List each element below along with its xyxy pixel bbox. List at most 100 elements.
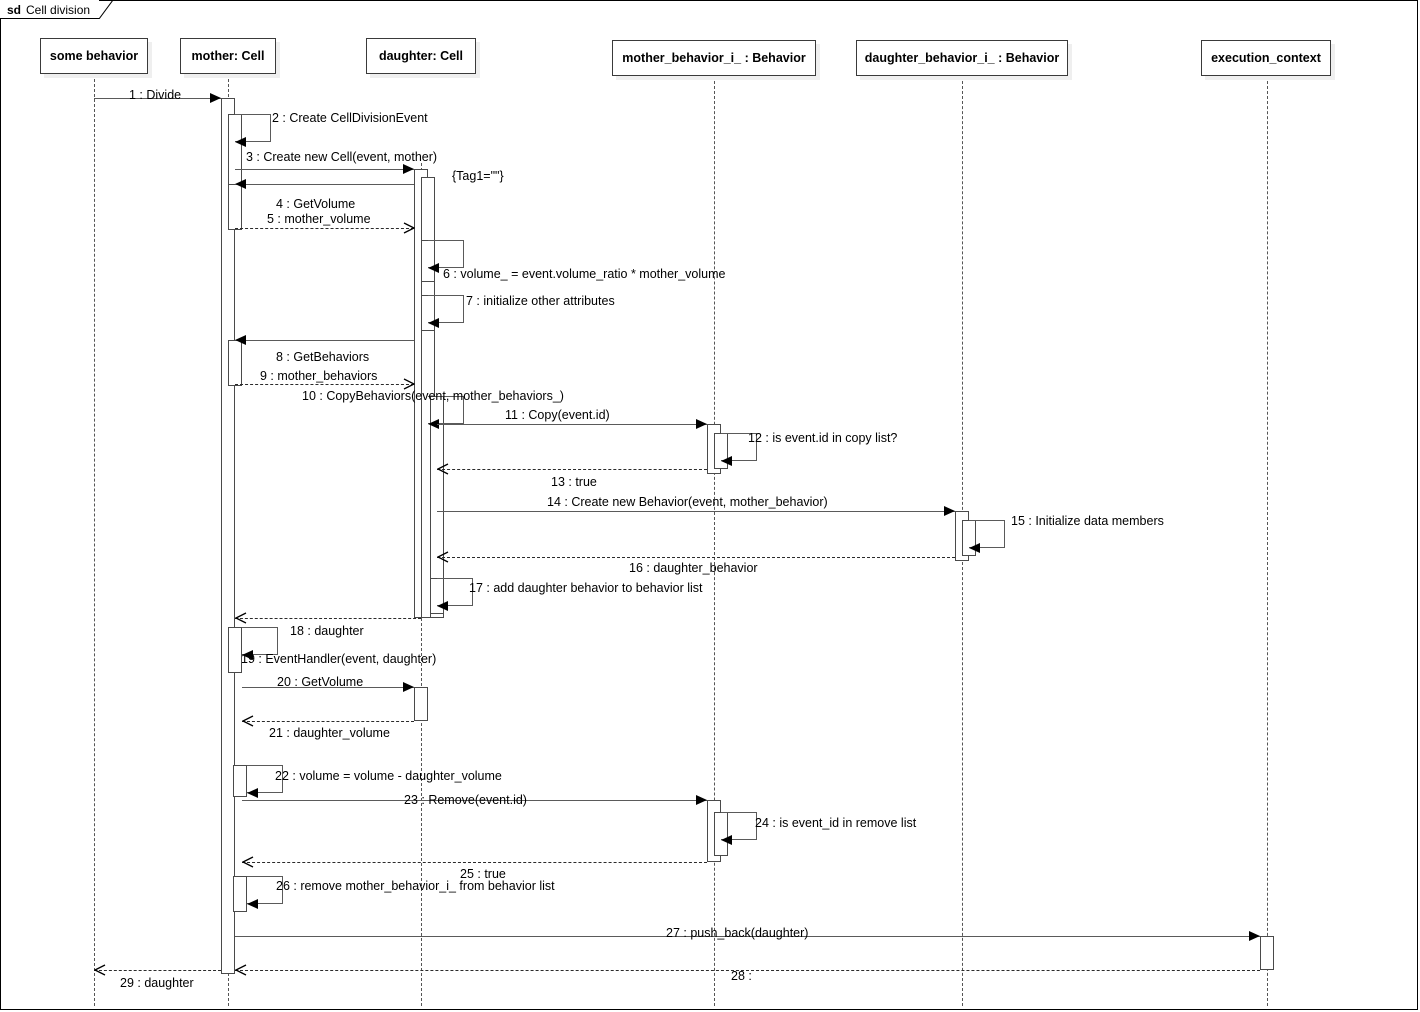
message-line-29 [94,970,221,971]
message-line-3 [235,169,414,170]
message-label-29: 29 : daughter [120,976,194,990]
arrowhead-open-28 [235,964,247,976]
message-line-28 [235,970,1260,971]
arrowhead-2 [235,137,246,147]
lifeline-head-daughter-cell[interactable]: daughter: Cell [366,38,476,74]
frame-name: Cell division [26,2,91,17]
self-message-10 [428,396,464,424]
message-label-7: 7 : initialize other attributes [466,294,615,308]
self-message-6 [428,240,464,268]
activation-bar-mother-main [221,98,235,974]
message-line-20 [242,687,414,688]
lifeline-dashes-some-behavior [94,74,95,1006]
arrowhead-11 [696,419,707,429]
arrowhead-open-13 [437,463,449,475]
lifeline-head-execution-context[interactable]: execution_context [1201,40,1331,76]
arrowhead-14 [944,506,955,516]
message-label-19: 19 : EventHandler(event, daughter) [241,652,437,666]
message-line-13 [437,469,707,470]
arrowhead-10 [428,419,439,429]
activation-bar-mother-22 [233,765,247,797]
lifeline-label: daughter: Cell [378,49,464,63]
message-label-3: 3 : Create new Cell(event, mother) [246,150,438,164]
arrowhead-17 [437,601,448,611]
self-message-24 [721,812,757,840]
frame-keyword: sd [7,2,22,17]
arrowhead-3 [403,164,414,174]
message-label-20: 20 : GetVolume [277,675,364,689]
lifeline-head-mother-behavior[interactable]: mother_behavior_i_ : Behavior [612,40,816,76]
self-message-2 [235,114,271,142]
arrowhead-19 [242,650,253,660]
lifeline-label: mother_behavior_i_ : Behavior [622,51,806,65]
activation-bar-mother-getvolume-4 [228,184,242,230]
message-line-25 [242,862,707,863]
activation-bar-ec-27 [1260,936,1274,970]
lifeline-label: execution_context [1211,51,1321,65]
arrowhead-12 [721,456,732,466]
message-label-28: 28 : [731,969,752,983]
arrowhead-20 [403,682,414,692]
message-label-4: 4 : GetVolume [276,197,356,211]
self-message-17 [437,578,473,606]
arrowhead-22 [247,788,258,798]
arrowhead-26 [247,899,258,909]
message-line-8 [235,340,414,341]
message-label-24: 24 : is event_id in remove list [755,816,917,830]
arrowhead-open-9 [403,378,415,390]
message-label-5: 5 : mother_volume [267,212,371,226]
message-line-16 [437,557,955,558]
message-line-23 [242,800,707,801]
message-label-8: 8 : GetBehaviors [276,350,370,364]
message-label-21: 21 : daughter_volume [269,726,390,740]
arrowhead-6 [428,263,439,273]
self-message-22 [247,765,283,793]
message-label-2: 2 : Create CellDivisionEvent [272,111,428,125]
message-label-9: 9 : mother_behaviors [260,369,378,383]
self-message-19 [242,627,278,655]
tag1-note: {Tag1=""} [452,169,504,183]
activation-bar-mother-26 [233,876,247,912]
message-line-4 [235,184,414,185]
lifeline-label: daughter_behavior_i_ : Behavior [864,51,1060,65]
arrowhead-open-29 [94,964,106,976]
message-label-6: 6 : volume_ = event.volume_ratio * mothe… [443,267,726,281]
message-line-1 [94,98,221,99]
frame-header-tab: sd Cell division [0,0,99,19]
lifeline-head-some-behavior[interactable]: some behavior [40,38,148,74]
message-label-11: 11 : Copy(event.id) [505,408,610,422]
arrowhead-open-18 [235,612,247,624]
message-label-15: 15 : Initialize data members [1011,514,1164,528]
arrowhead-23 [696,795,707,805]
message-label-25: 25 : true [460,867,506,881]
lifeline-head-daughter-behavior[interactable]: daughter_behavior_i_ : Behavior [856,40,1068,76]
self-message-7 [428,295,464,323]
message-label-10: 10 : CopyBehaviors(event, mother_behavio… [302,389,564,403]
arrowhead-open-25 [242,856,254,868]
message-line-14 [437,511,955,512]
message-label-12: 12 : is event.id in copy list? [748,431,898,445]
arrowhead-7 [428,318,439,328]
self-message-12 [721,433,757,461]
message-line-21 [242,721,414,722]
message-label-1: 1 : Divide [129,88,182,102]
activation-bar-mother-18 [228,627,242,673]
arrowhead-1 [210,93,221,103]
message-label-14: 14 : Create new Behavior(event, mother_b… [547,495,828,509]
lifeline-dashes-mother-behavior [714,76,715,1006]
arrowhead-15 [969,543,980,553]
arrowhead-27 [1249,931,1260,941]
arrowhead-open-21 [242,715,254,727]
message-label-26: 26 : remove mother_behavior_i_ from beha… [276,879,555,893]
message-line-11 [437,424,707,425]
self-message-26 [247,876,283,904]
lifeline-label: some behavior [49,49,139,63]
arrowhead-open-5 [403,222,415,234]
message-label-27: 27 : push_back(daughter) [666,926,809,940]
activation-bar-daughter-20 [414,687,428,721]
message-label-17: 17 : add daughter behavior to behavior l… [469,581,703,595]
lifeline-head-mother-cell[interactable]: mother: Cell [180,38,276,74]
message-label-16: 16 : daughter_behavior [629,561,758,575]
message-label-23: 23 : Remove(event.id) [404,793,527,807]
